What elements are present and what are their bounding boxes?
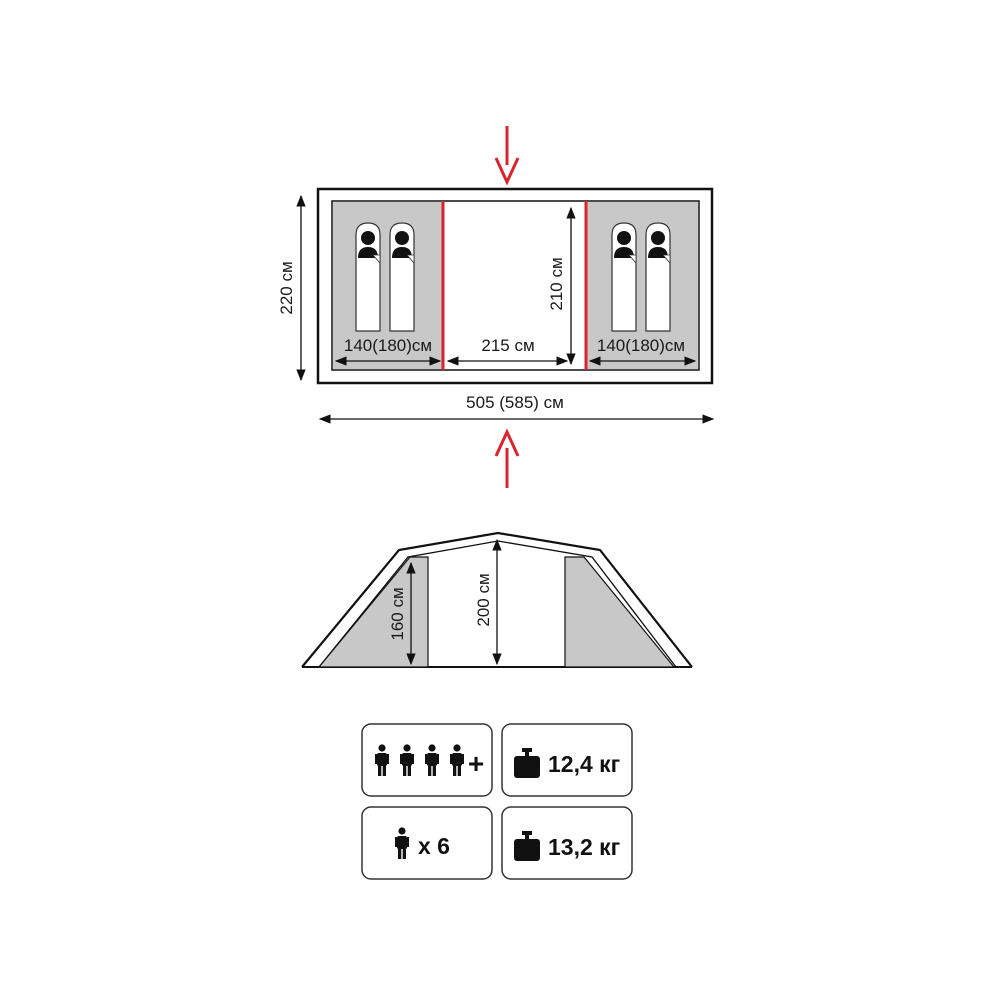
left-bedroom: [333, 202, 443, 369]
max-capacity-badge: [361, 806, 493, 880]
vestibule-width-label: 215 см: [481, 336, 534, 355]
weight-full-badge: [501, 806, 633, 880]
max-capacity-value: x 6: [418, 833, 450, 859]
entrance-arrow-bottom: [494, 428, 520, 488]
sleeping-bag-icon: [611, 222, 637, 332]
left-bedroom-width-label: 140(180)см: [344, 336, 432, 355]
side-elevation: 160 см 200 см: [301, 531, 693, 668]
sleeping-bag-icon: [355, 222, 381, 332]
capacity-plus-sign: +: [468, 748, 484, 779]
sleeping-bag-icon: [645, 222, 671, 332]
right-bedroom: [586, 202, 698, 369]
floor-plan: 220 см 210 см 140(180)см 215 см 140(180)…: [277, 126, 715, 488]
inner-depth-label: 210 см: [547, 257, 566, 310]
weight-full-value: 13,2 кг: [548, 834, 620, 860]
outer-depth-label: 220 см: [277, 261, 296, 314]
bedroom-height-label: 160 см: [388, 587, 407, 640]
spec-badges: + 12,4 кг x 6 13,2 кг: [361, 723, 633, 880]
right-bedroom-width-label: 140(180)см: [597, 336, 685, 355]
weight-packed-value: 12,4 кг: [548, 751, 620, 777]
center-height-label: 200 см: [474, 573, 493, 626]
outer-fly-profile: [301, 531, 693, 668]
sleeping-bag-icon: [389, 222, 415, 332]
overall-width-label: 505 (585) см: [466, 393, 564, 412]
left-bedroom-section: [317, 556, 429, 668]
weight-packed-badge: [501, 723, 633, 797]
right-bedroom-section: [564, 556, 676, 668]
entrance-arrow-top: [494, 126, 520, 186]
